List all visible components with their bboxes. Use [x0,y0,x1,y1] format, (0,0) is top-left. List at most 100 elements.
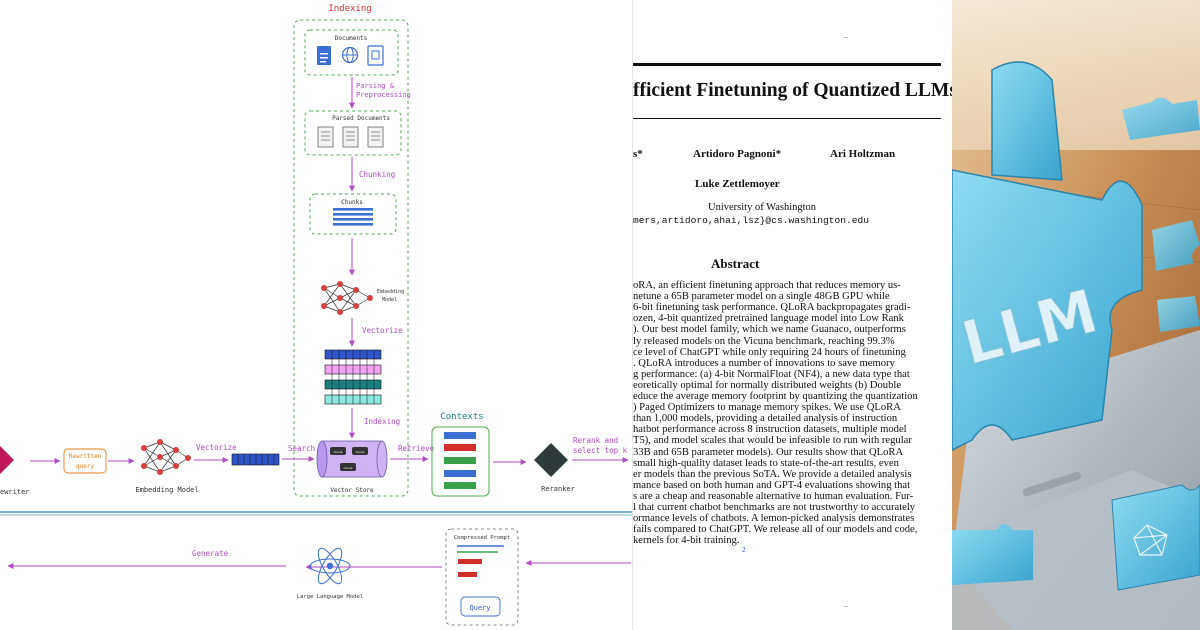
abstract-line: oRA, an efficient finetuning approach th… [633,280,901,291]
chunks-label: Chunks [341,199,363,206]
abstract-line: 6-bit finetuning task performance. QLoRA… [633,302,911,314]
llm-puzzle-illustration: LLM [952,0,1200,630]
pdf-file-icon [367,45,384,66]
abstract-line: netune a 65B parameter model on a single… [633,291,890,303]
abstract-line: kernels for 4-bit training. [633,535,740,547]
author-1: s* [633,148,643,160]
affiliation: University of Washington [708,202,817,213]
retrieve-label: Retrieve [398,444,435,453]
abstract-line: ly released models on the Vicuna benchma… [633,335,895,347]
paper-header-mark [844,37,848,38]
parsing-label-2: Preprocessing [356,91,411,99]
rewritten-query-label-1: Rewritten [69,453,102,460]
chunks-box [309,193,397,235]
reranker-label: Reranker [541,485,575,493]
indexing-container [293,19,409,497]
abstract-line: small high-quality dataset leads to stat… [633,457,899,469]
abstract-line: er models than the previous SoTA. We pro… [633,468,912,480]
laptop-hinge [1023,471,1081,497]
paper-page: fficient Finetuning of Quantized LLMs s*… [632,0,953,630]
query-vector [231,453,280,466]
store-chip-3: chunk [343,466,352,470]
abstract-line: eoretically optimal for normally distrib… [633,379,902,391]
llm-label: Large Language Model [297,594,363,600]
document-file-icon [317,46,331,65]
vectorize-label-bottom: Vectorize [196,443,237,452]
indexing-arrow-label: Indexing [364,417,400,426]
embedding-network-icon [321,281,373,315]
globe-icon [341,46,359,64]
abstract-line: fails compared to ChatGPT. We release al… [633,524,918,536]
small-piece-2 [1152,220,1200,271]
author-4: Luke Zettlemoyer [695,178,780,190]
abstract-line: than 1,000 models, providing a detailed … [633,413,898,425]
title-rule-top [633,63,941,66]
compressed-prompt-box [445,528,519,626]
abstract-line: . QLoRA introduces a number of innovatio… [633,357,895,369]
abstract-line: ozen, 4-bit quantized pretrained languag… [633,313,904,325]
rerank-label-1: Rerank and [573,436,618,445]
parsed-page-icons [317,126,384,148]
rewriter-diamond [0,446,14,474]
paper-footer-mark [844,606,848,607]
chunking-label: Chunking [359,170,395,179]
query-label: Query [469,604,490,612]
abstract-line: ce level of ChatGPT while only requiring… [633,346,906,358]
rerank-label-2: select top k [573,446,628,455]
parsing-label-1: Parsing & [356,82,395,90]
vector-store-icon: chunk chunk chunk [316,440,388,478]
contexts-box [431,426,490,497]
vector-store-label: Vector Store [330,487,374,494]
embedding-model-bottom-label: Embedding Model [135,486,198,494]
abstract-line: educe the average memory footprint by qu… [633,391,918,402]
rewritten-query-box [63,448,107,474]
store-chip-1: chunk [333,450,342,454]
prompt-chunk-1 [458,559,482,564]
compressed-prompt-label: Compressed Prompt [454,535,510,541]
abstract-line: l that current chatbot benchmarks are no… [633,502,916,513]
rag-pipeline-diagram: Indexing Documents Parsing & Preprocessi… [0,0,632,630]
footnote-mark: 2 [742,546,746,554]
author-3: Ari Holtzman [830,148,896,160]
diagram-background [0,0,632,630]
small-piece-5 [1111,484,1200,591]
small-piece-4 [952,524,1033,585]
parsed-documents-box [304,110,402,156]
documents-box [304,29,399,76]
generate-label: Generate [192,549,229,558]
chunk-bars [333,208,373,226]
title-rule-bottom [633,118,941,119]
abstract-line: s are a cheap and reasonable alternative… [633,490,914,502]
abstract-line: mance based on both human and GPT-4 eval… [633,479,911,491]
rewritten-query-label-2: query [76,463,94,470]
small-piece-1 [1122,97,1200,140]
documents-label: Documents [335,35,368,42]
query-box [460,596,501,617]
rewriter-label: ewriter [0,488,30,496]
reranker-diamond [534,443,568,477]
prompt-chunk-2 [458,572,477,577]
small-piece-3 [1157,296,1200,332]
context-bars [444,432,476,489]
paper-title: fficient Finetuning of Quantized LLMs [633,80,953,101]
embedding-network-icon-bottom [141,439,191,475]
abstract-line: ormance levels of chatbots. A lemon-pick… [633,513,915,525]
main-puzzle-piece [952,169,1143,451]
abstract-heading: Abstract [711,256,760,271]
abstract-body: oRA, an efficient finetuning approach th… [633,280,941,570]
author-emails: mers,artidoro,ahai,lsz}@cs.washington.ed… [633,215,870,226]
vectorize-label-top: Vectorize [362,326,403,335]
author-2: Artidoro Pagnoni* [693,148,782,160]
abstract-line: T5), and model scales that would be infe… [633,435,912,447]
parsed-documents-label: Parsed Documents [332,115,390,122]
vector-stack [324,349,382,405]
embedding-model-label-2: Model [382,297,397,303]
puzzle-piece-top [991,61,1063,181]
abstract-line: hatbot performance across 8 instruction … [633,424,907,436]
network-emblem-icon [1133,524,1168,556]
abstract-line: ) Paged Optimizers to manage memory spik… [633,402,901,414]
abstract-line: 33B and 65B parameter models). Our resul… [633,446,904,458]
abstract-line: ). Our best model family, which we name … [633,324,906,336]
embedding-model-label-1: Embedding [377,289,404,295]
abstract-line: g performance: (a) 4-bit NormalFloat (NF… [633,368,910,380]
